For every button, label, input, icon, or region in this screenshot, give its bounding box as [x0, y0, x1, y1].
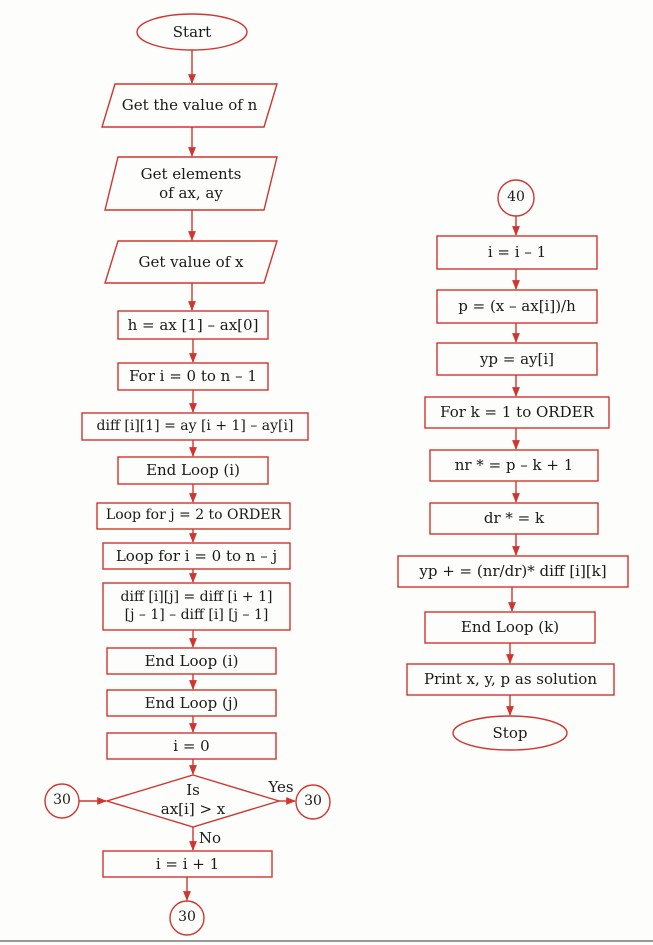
yp-update-box: [397, 555, 629, 588]
for-i-box: [117, 362, 269, 391]
print-box: [406, 663, 615, 696]
dr-calc-box: [429, 502, 599, 535]
h-calc-box: [117, 310, 269, 340]
for-k-box: [424, 396, 610, 429]
start-terminal: [136, 13, 248, 51]
p-calc-box: [436, 289, 598, 324]
yp-init-box: [436, 342, 598, 376]
i-zero-box: [106, 732, 277, 760]
connector-30-bottom: [169, 900, 205, 936]
connector-40: [497, 179, 535, 217]
nr-calc-box: [429, 449, 599, 482]
diff-ij-box: [102, 582, 291, 631]
connector-30-in: [44, 783, 80, 819]
end-loop-i-box-2: [106, 647, 277, 675]
decision-diamond: [104, 774, 282, 828]
get-elements-input: [104, 156, 278, 211]
get-x-input: [104, 240, 278, 284]
get-n-input: [101, 83, 278, 128]
end-loop-k-box: [424, 611, 596, 644]
i-decrement-box: [436, 235, 598, 270]
stop-terminal: [452, 715, 568, 751]
loop-j-box: [96, 502, 291, 530]
i-increment-box: [102, 850, 273, 878]
diff-first-box: [81, 412, 309, 441]
end-loop-i-box-1: [117, 456, 269, 485]
page-bottom-rule: [0, 940, 653, 942]
loop-i-nj-box: [102, 542, 291, 570]
connector-30-yes: [295, 784, 331, 820]
end-loop-j-box: [106, 689, 277, 717]
